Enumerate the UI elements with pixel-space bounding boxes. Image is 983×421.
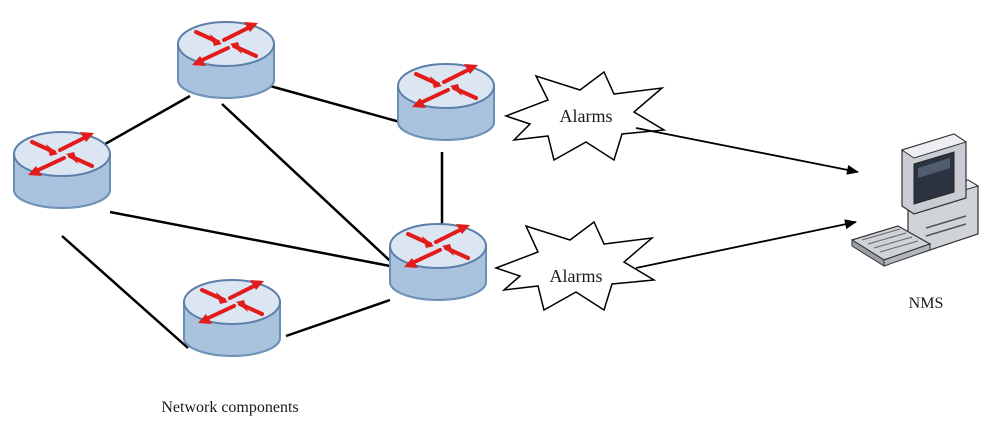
network-links [61,84,444,349]
router-left [12,130,112,210]
alarm-burst-top: Alarms [503,70,667,162]
router-bottom [182,278,282,358]
link-left-bottom [61,235,189,349]
network-components-label: Network components [161,399,298,416]
nms-label: NMS [909,295,944,312]
arrow-top-to-nms [635,127,859,175]
alarm-label-top: Alarms [560,106,613,126]
router-center [388,222,488,302]
alarm-label-bottom: Alarms [550,266,603,286]
link-top-center [221,103,403,273]
alarm-burst-bottom: Alarms [493,220,657,312]
link-top-upperright [269,84,401,124]
computer-icon [850,133,980,267]
link-left-center [109,210,391,268]
link-bottom-center [285,298,391,338]
router-upper-right [396,62,496,142]
router-top [176,20,276,100]
alarm-arrows [635,127,859,269]
link-left-top [97,94,191,150]
arrow-bottom-to-nms [635,219,857,269]
